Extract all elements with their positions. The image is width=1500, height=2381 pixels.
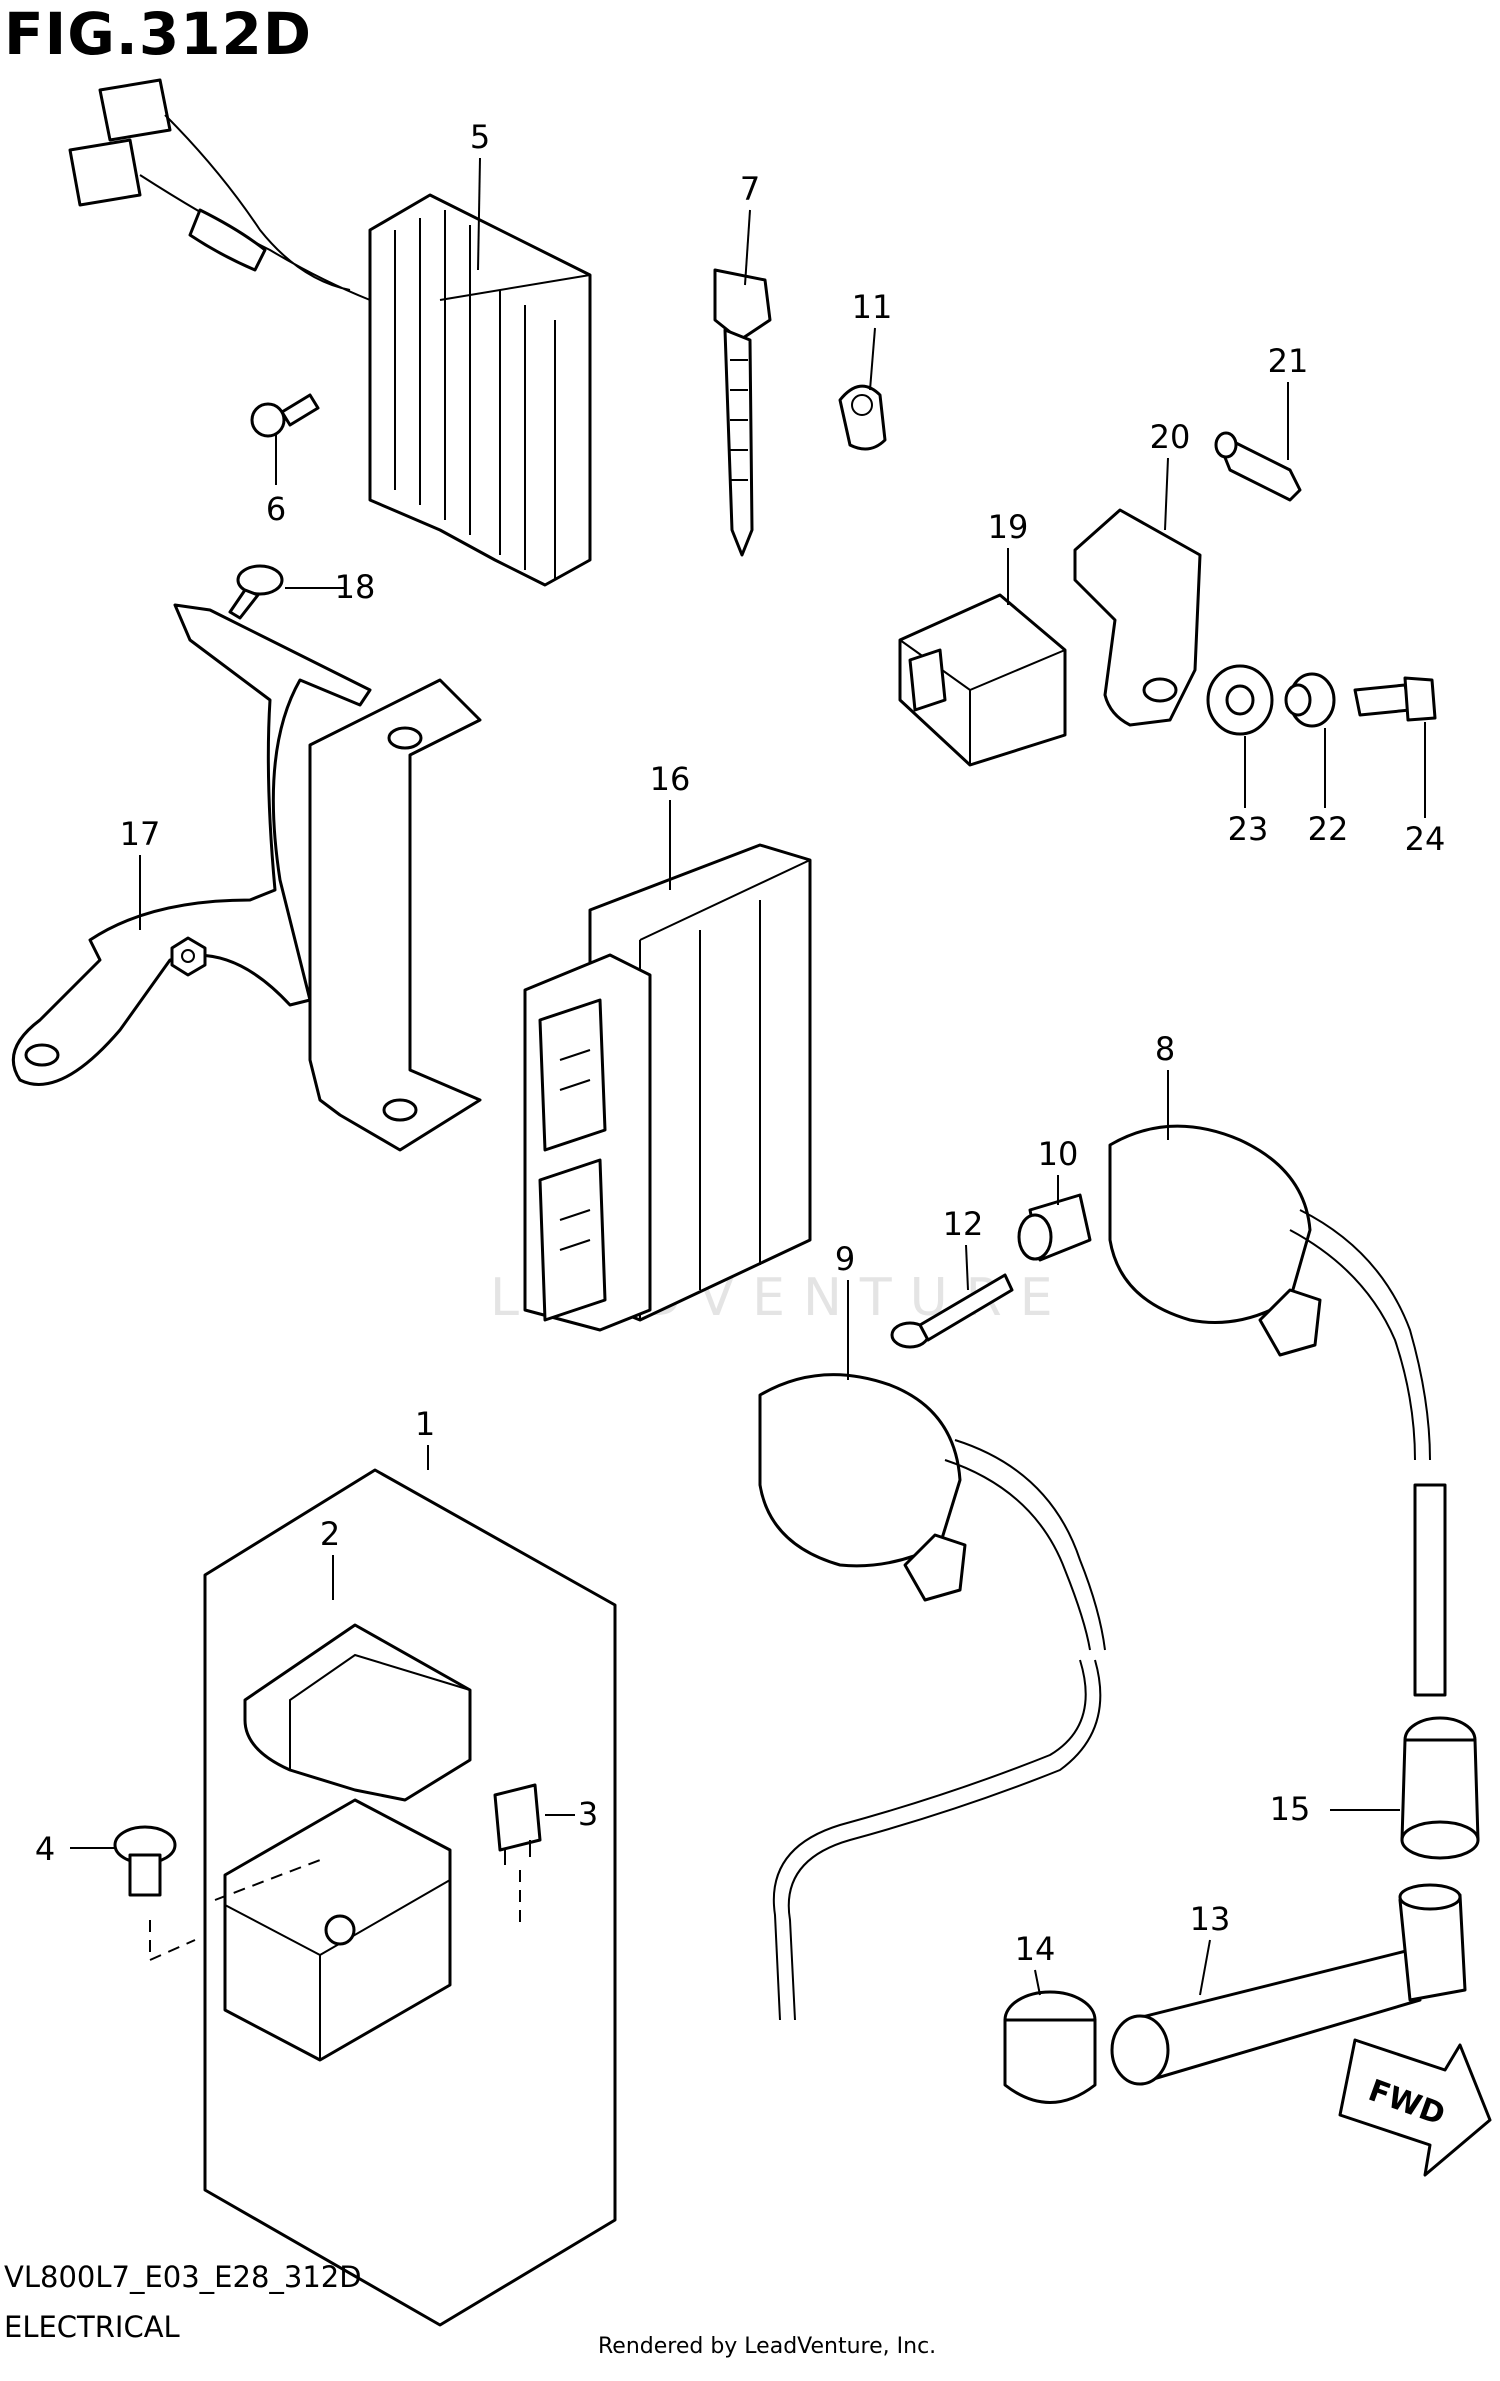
part-15-plug-cap <box>1400 1716 1480 1860</box>
part-9-ignition-coil <box>758 1373 1106 2021</box>
part-22-collar <box>1284 672 1336 728</box>
callout-23: 23 <box>1228 810 1269 848</box>
callout-19: 19 <box>988 508 1029 546</box>
callout-8: 8 <box>1155 1030 1175 1068</box>
callout-11: 11 <box>852 288 893 326</box>
part-10-collar <box>1017 1193 1092 1262</box>
part-23-grommet <box>1206 664 1274 736</box>
callout-leader-20 <box>1164 457 1169 531</box>
callout-3: 3 <box>578 1795 598 1833</box>
callout-14: 14 <box>1015 1930 1056 1968</box>
callout-10: 10 <box>1038 1135 1079 1173</box>
part-18-screw <box>228 564 284 620</box>
part-12-bolt <box>890 1273 1014 1349</box>
part-24-bolt <box>1353 676 1437 722</box>
callout-13: 13 <box>1190 1900 1231 1938</box>
callout-1: 1 <box>415 1405 435 1443</box>
part-17-bracket <box>11 603 482 1152</box>
callout-6: 6 <box>266 490 286 528</box>
callout-leader-5 <box>477 157 481 271</box>
callout-9: 9 <box>835 1240 855 1278</box>
callout-leader-14 <box>1034 1969 1041 1996</box>
part-5-regulator <box>68 78 592 587</box>
callout-22: 22 <box>1308 810 1349 848</box>
callout-12: 12 <box>943 1205 984 1243</box>
callout-leader-11 <box>869 327 876 391</box>
figure-title: FIG.312D <box>4 0 313 68</box>
model-code: VL800L7_E03_E28_312D <box>4 2260 362 2294</box>
callout-leader-7 <box>744 209 751 286</box>
section-name: ELECTRICAL <box>4 2310 180 2344</box>
part-7-cable-tie <box>713 268 772 557</box>
callout-4: 4 <box>35 1830 55 1868</box>
render-credit: Rendered by LeadVenture, Inc. <box>598 2334 937 2359</box>
part-14-grommet <box>1003 1990 1097 2104</box>
part-13-plug-cap <box>1110 1883 1467 2086</box>
part-20-bracket <box>1073 508 1202 727</box>
callout-24: 24 <box>1405 820 1446 858</box>
part-starter-relay-base <box>223 1798 452 2062</box>
part-2-cover <box>243 1623 472 1802</box>
callout-21: 21 <box>1268 342 1309 380</box>
callout-18: 18 <box>335 568 376 606</box>
callout-7: 7 <box>740 170 760 208</box>
callout-leader-13 <box>1199 1939 1211 1996</box>
fwd-arrow: FWD <box>1338 2038 1492 2177</box>
part-11-clamp <box>838 384 887 451</box>
part-16-ecm <box>523 843 812 1332</box>
callout-20: 20 <box>1150 418 1191 456</box>
callout-16: 16 <box>650 760 691 798</box>
part-4-bolt <box>113 1825 177 1897</box>
part-3-fuse <box>493 1783 542 1865</box>
part-8-ignition-coil <box>1108 1124 1447 1697</box>
part-19-relay <box>898 593 1067 767</box>
part-6-bolt <box>250 393 320 438</box>
part-21-collar <box>1214 431 1302 502</box>
callout-leader-12 <box>965 1244 969 1291</box>
callout-15: 15 <box>1270 1790 1311 1828</box>
callout-2: 2 <box>320 1515 340 1553</box>
callout-17: 17 <box>120 815 161 853</box>
callout-5: 5 <box>470 118 490 156</box>
